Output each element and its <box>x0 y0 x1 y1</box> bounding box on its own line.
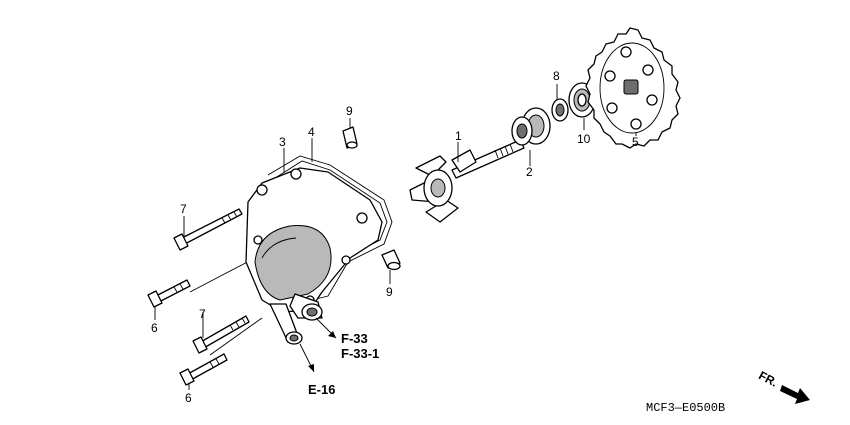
reference-f33[interactable]: F-33 <box>341 331 368 346</box>
callout-1: 1 <box>455 129 462 143</box>
callout-6-lower: 6 <box>185 391 192 405</box>
callout-5: 5 <box>632 135 639 149</box>
callout-4: 4 <box>308 125 315 139</box>
callout-9-upper: 9 <box>346 104 353 118</box>
drive-gear-5[interactable] <box>585 27 681 149</box>
callout-10: 10 <box>577 132 591 146</box>
front-direction-arrow-icon <box>780 385 810 404</box>
diagram-code: MCF3—E0500B <box>646 401 725 415</box>
water-pump-cover-3[interactable] <box>245 167 383 345</box>
oil-seal-8[interactable] <box>551 98 569 122</box>
gasket-4[interactable] <box>267 155 393 301</box>
dowel-pin-9-lower[interactable] <box>381 249 401 271</box>
bolt-6-lower[interactable] <box>179 353 228 386</box>
front-direction-label: FR. <box>756 368 780 389</box>
callout-6-upper: 6 <box>151 321 158 335</box>
mechanical-seal-2[interactable] <box>511 107 551 146</box>
bolt-7-upper[interactable] <box>173 208 243 251</box>
impeller-shaft-1[interactable] <box>409 139 525 223</box>
dowel-pin-9-upper[interactable] <box>342 126 358 149</box>
callout-2: 2 <box>526 165 533 179</box>
callout-7-upper: 7 <box>180 202 187 216</box>
reference-e16[interactable]: E-16 <box>308 382 335 397</box>
callout-9-lower: 9 <box>386 285 393 299</box>
bolt-7-lower[interactable] <box>192 315 250 354</box>
callout-3: 3 <box>279 135 286 149</box>
bolt-6-upper[interactable] <box>147 279 191 308</box>
callout-7-lower: 7 <box>199 307 206 321</box>
reference-f33-1[interactable]: F-33-1 <box>341 346 379 361</box>
callout-8: 8 <box>553 69 560 83</box>
